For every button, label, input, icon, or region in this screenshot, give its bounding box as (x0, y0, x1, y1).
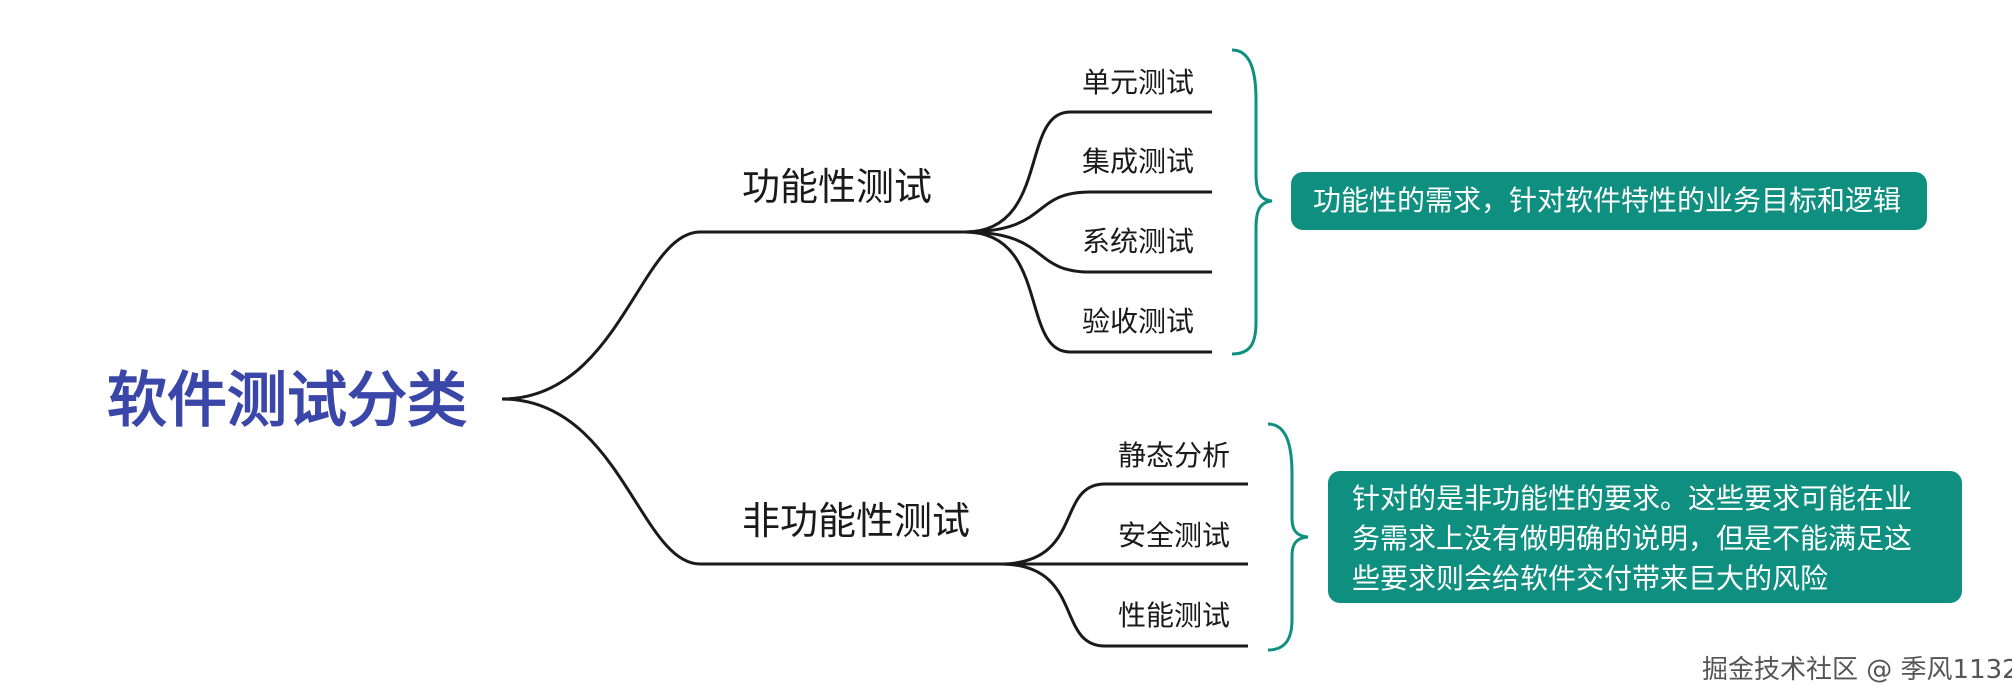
connector-root-functional (501, 230, 965, 401)
leaf-label-security-test: 安全测试 (1118, 519, 1230, 552)
bracket-functional (1231, 48, 1273, 356)
branch-label-nonfunctional: 非功能性测试 (742, 499, 970, 543)
branch-label-functional: 功能性测试 (742, 165, 932, 209)
connector-leaf-performance (999, 562, 1248, 648)
bracket-nonfunctional (1267, 422, 1309, 652)
connector-leaf-unit (964, 110, 1212, 234)
leaf-label-acceptance-test: 验收测试 (1082, 305, 1194, 338)
note-functional: 功能性的需求，针对软件特性的业务目标和逻辑 (1291, 172, 1927, 230)
connector-lines (501, 110, 1248, 648)
leaf-label-static-analysis: 静态分析 (1118, 439, 1230, 472)
leaf-label-performance-test: 性能测试 (1118, 599, 1230, 632)
note-nonfunctional: 针对的是非功能性的要求。这些要求可能在业务需求上没有做明确的说明，但是不能满足这… (1328, 471, 1962, 603)
brackets (1231, 48, 1309, 652)
connector-leaf-static (999, 482, 1248, 566)
connector-root-nonfunctional (501, 397, 1000, 566)
connector-leaf-integration (964, 190, 1212, 234)
connector-leaf-acceptance (964, 230, 1212, 354)
root-title: 软件测试分类 (107, 366, 467, 436)
watermark: 掘金技术社区 @ 季风1132 (1702, 655, 2012, 685)
leaf-label-unit-test: 单元测试 (1082, 66, 1194, 99)
leaf-label-system-test: 系统测试 (1082, 225, 1194, 258)
connector-leaf-system (964, 230, 1212, 274)
leaf-label-integration-test: 集成测试 (1082, 145, 1194, 178)
